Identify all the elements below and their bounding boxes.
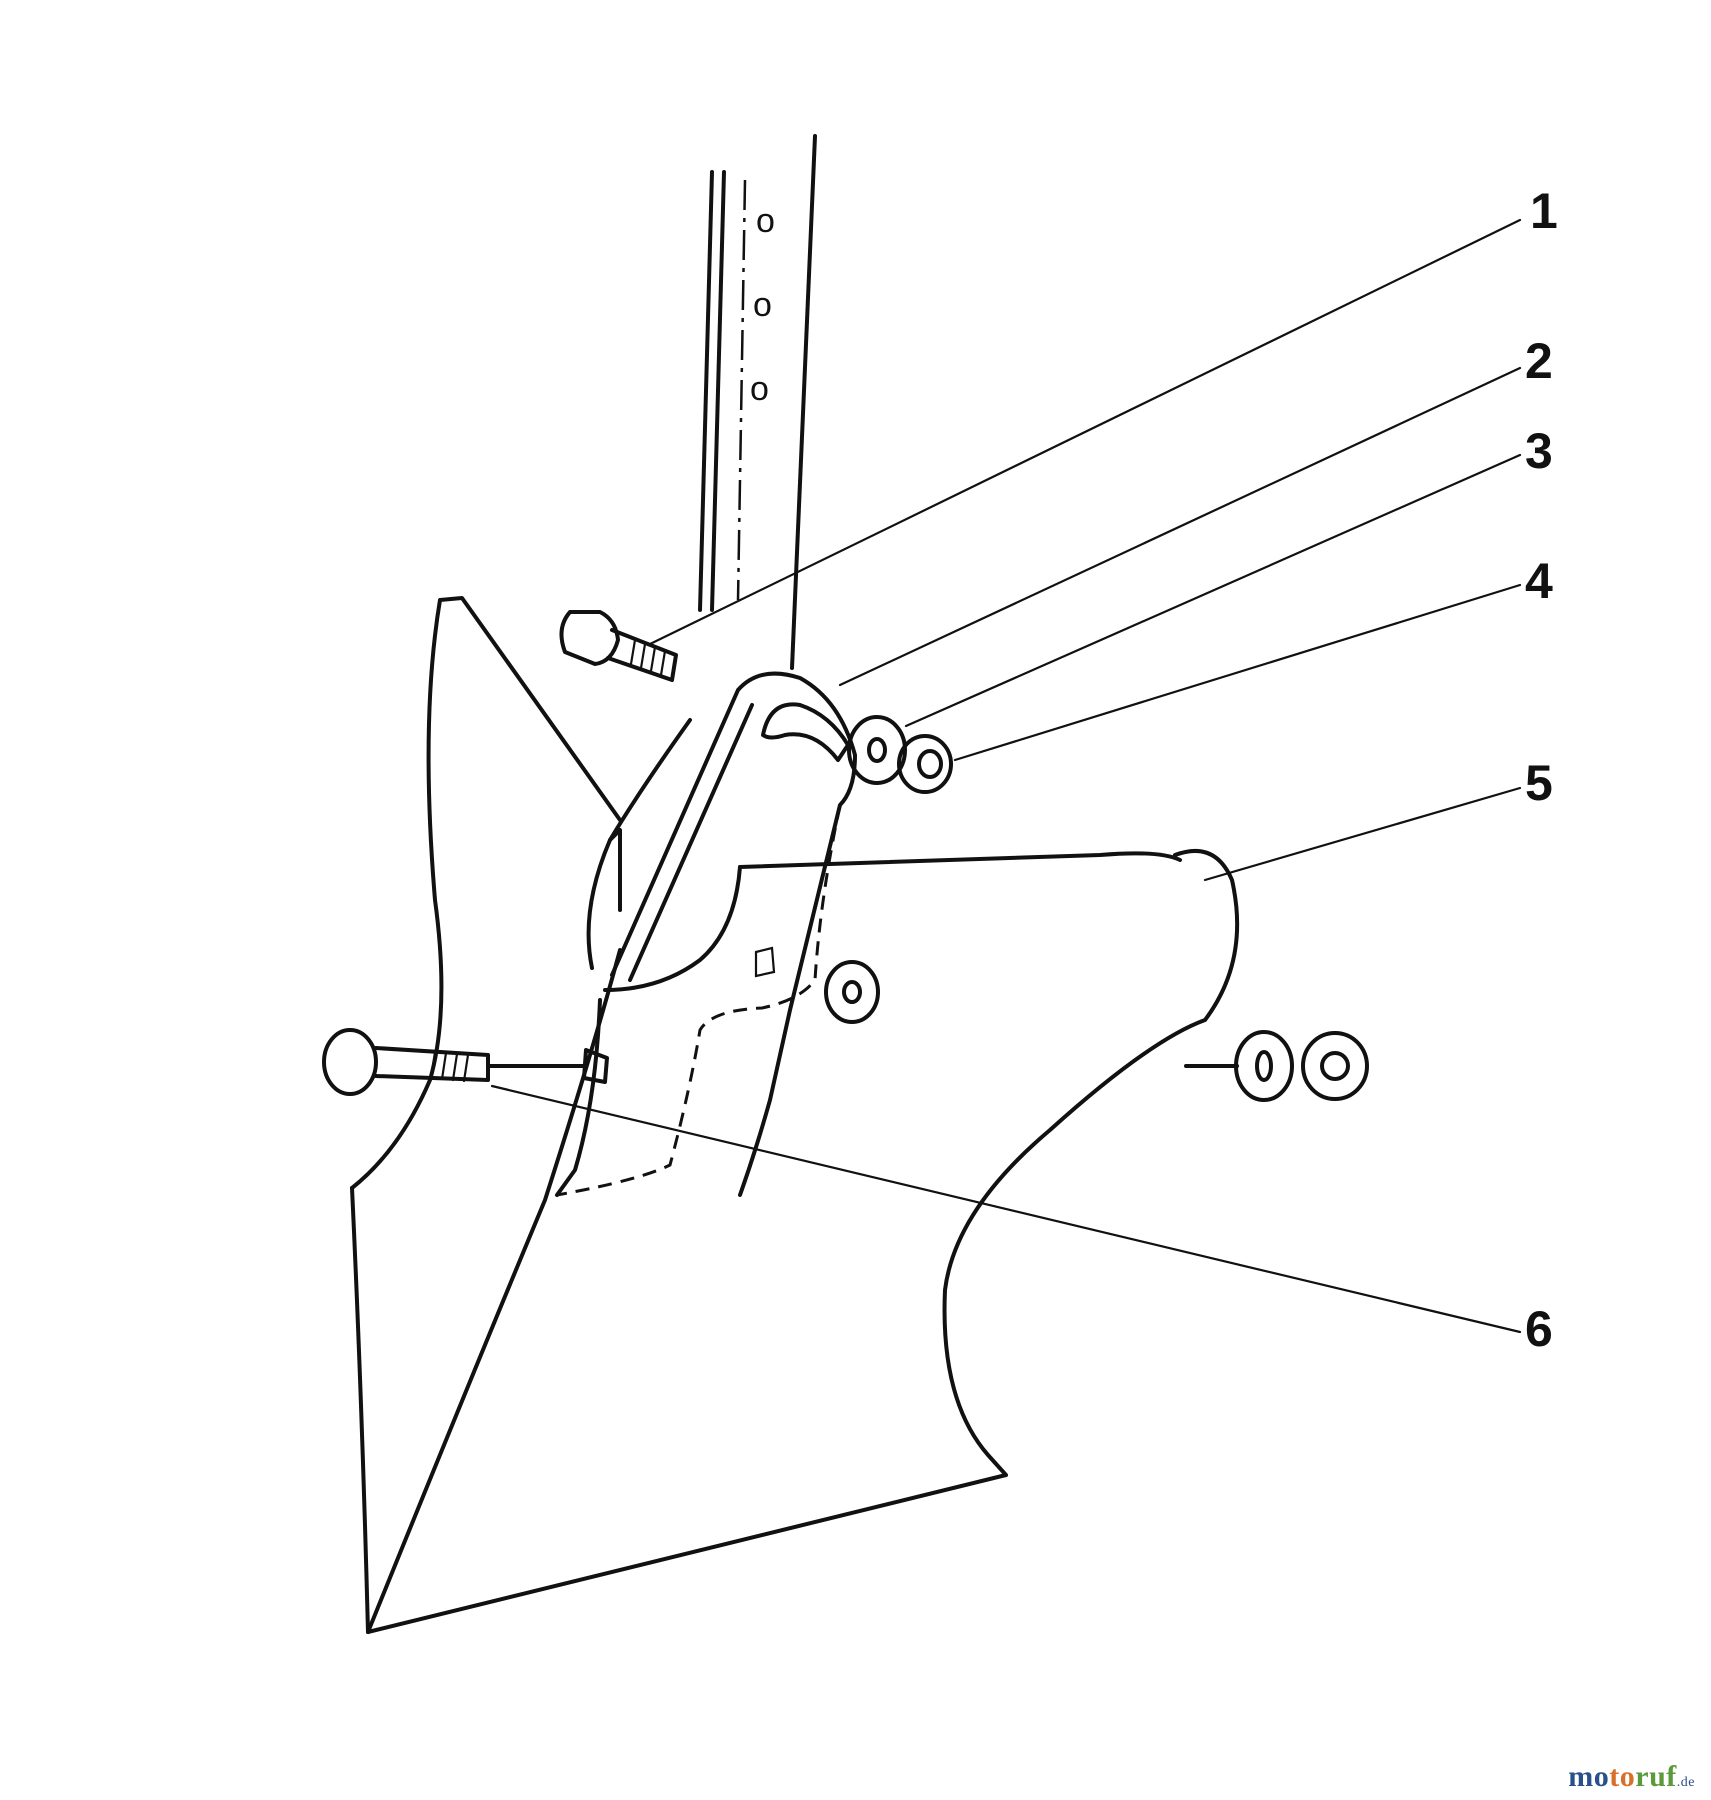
plow-body-part-5 <box>350 596 1240 1634</box>
watermark-logo: motoruf.de <box>1568 1760 1695 1794</box>
shank-hole-1: o <box>756 202 775 240</box>
bracket-part-2 <box>555 671 857 1197</box>
callout-2: 2 <box>1525 333 1553 389</box>
leader-3 <box>904 453 1522 728</box>
callout-3: 3 <box>1525 423 1553 479</box>
leader-6 <box>490 1084 1522 1334</box>
shank-hole-2: o <box>753 286 772 324</box>
leader-4 <box>953 583 1522 762</box>
callout-1: 1 <box>1530 183 1558 239</box>
callout-5: 5 <box>1525 755 1553 811</box>
watermark-suffix: .de <box>1676 1775 1695 1790</box>
loose-nut-right <box>1301 1031 1369 1101</box>
nut-part-4 <box>897 734 953 794</box>
shank-hole-3: o <box>750 370 769 408</box>
watermark-part-1: mo <box>1568 1760 1610 1793</box>
loose-washer-right <box>1234 1030 1294 1102</box>
loose-nut-center <box>754 946 880 1024</box>
leader-lines <box>490 218 1522 1334</box>
watermark-part-3: ruf <box>1635 1760 1677 1793</box>
bolt-part-1 <box>559 610 678 682</box>
watermark-part-2: to <box>1609 1760 1636 1793</box>
callout-4: 4 <box>1525 553 1553 609</box>
leader-5 <box>1203 786 1522 882</box>
carriage-bolt-part-6 <box>322 1028 609 1096</box>
leader-2 <box>838 366 1522 687</box>
callout-6: 6 <box>1525 1301 1553 1357</box>
leader-1 <box>646 218 1522 647</box>
shank: o o o <box>698 134 817 670</box>
washer-part-3 <box>847 715 907 785</box>
